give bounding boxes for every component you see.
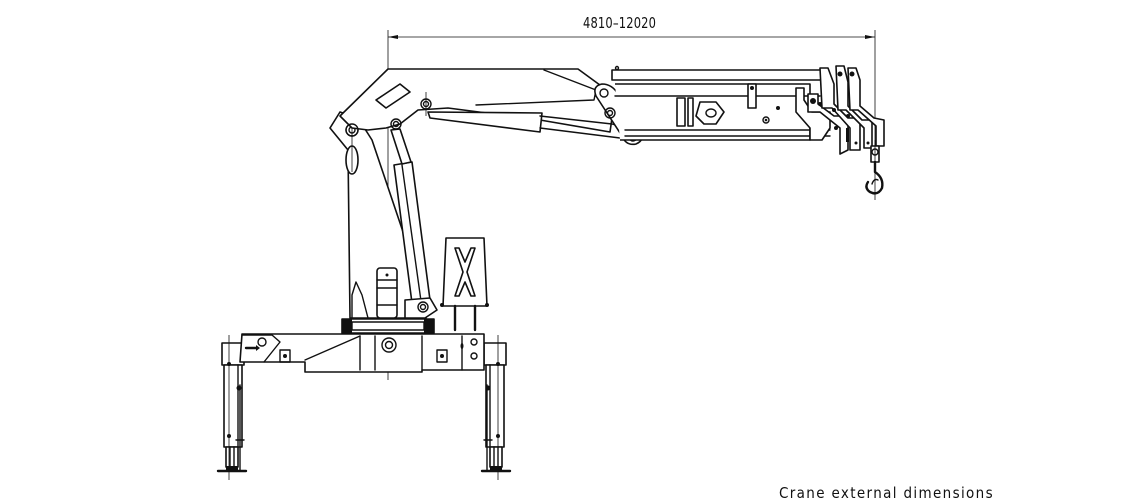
- outrigger-left: [216, 335, 248, 480]
- boom-tip: [795, 65, 885, 155]
- outrigger-right: [480, 335, 512, 480]
- control-seat: [440, 237, 489, 332]
- hydraulic-unit: [376, 267, 398, 319]
- main-boom-cylinder: [390, 128, 438, 319]
- base-frame: [239, 333, 485, 373]
- telescopic-boom: [611, 65, 831, 141]
- hook: [865, 140, 884, 200]
- dimension-label: 4810–12020: [583, 14, 657, 32]
- inner-boom: [339, 68, 613, 137]
- drawing-caption: Crane external dimensions: [779, 484, 994, 502]
- outer-boom-cylinder: [427, 111, 641, 139]
- slewing-turntable: [341, 318, 435, 334]
